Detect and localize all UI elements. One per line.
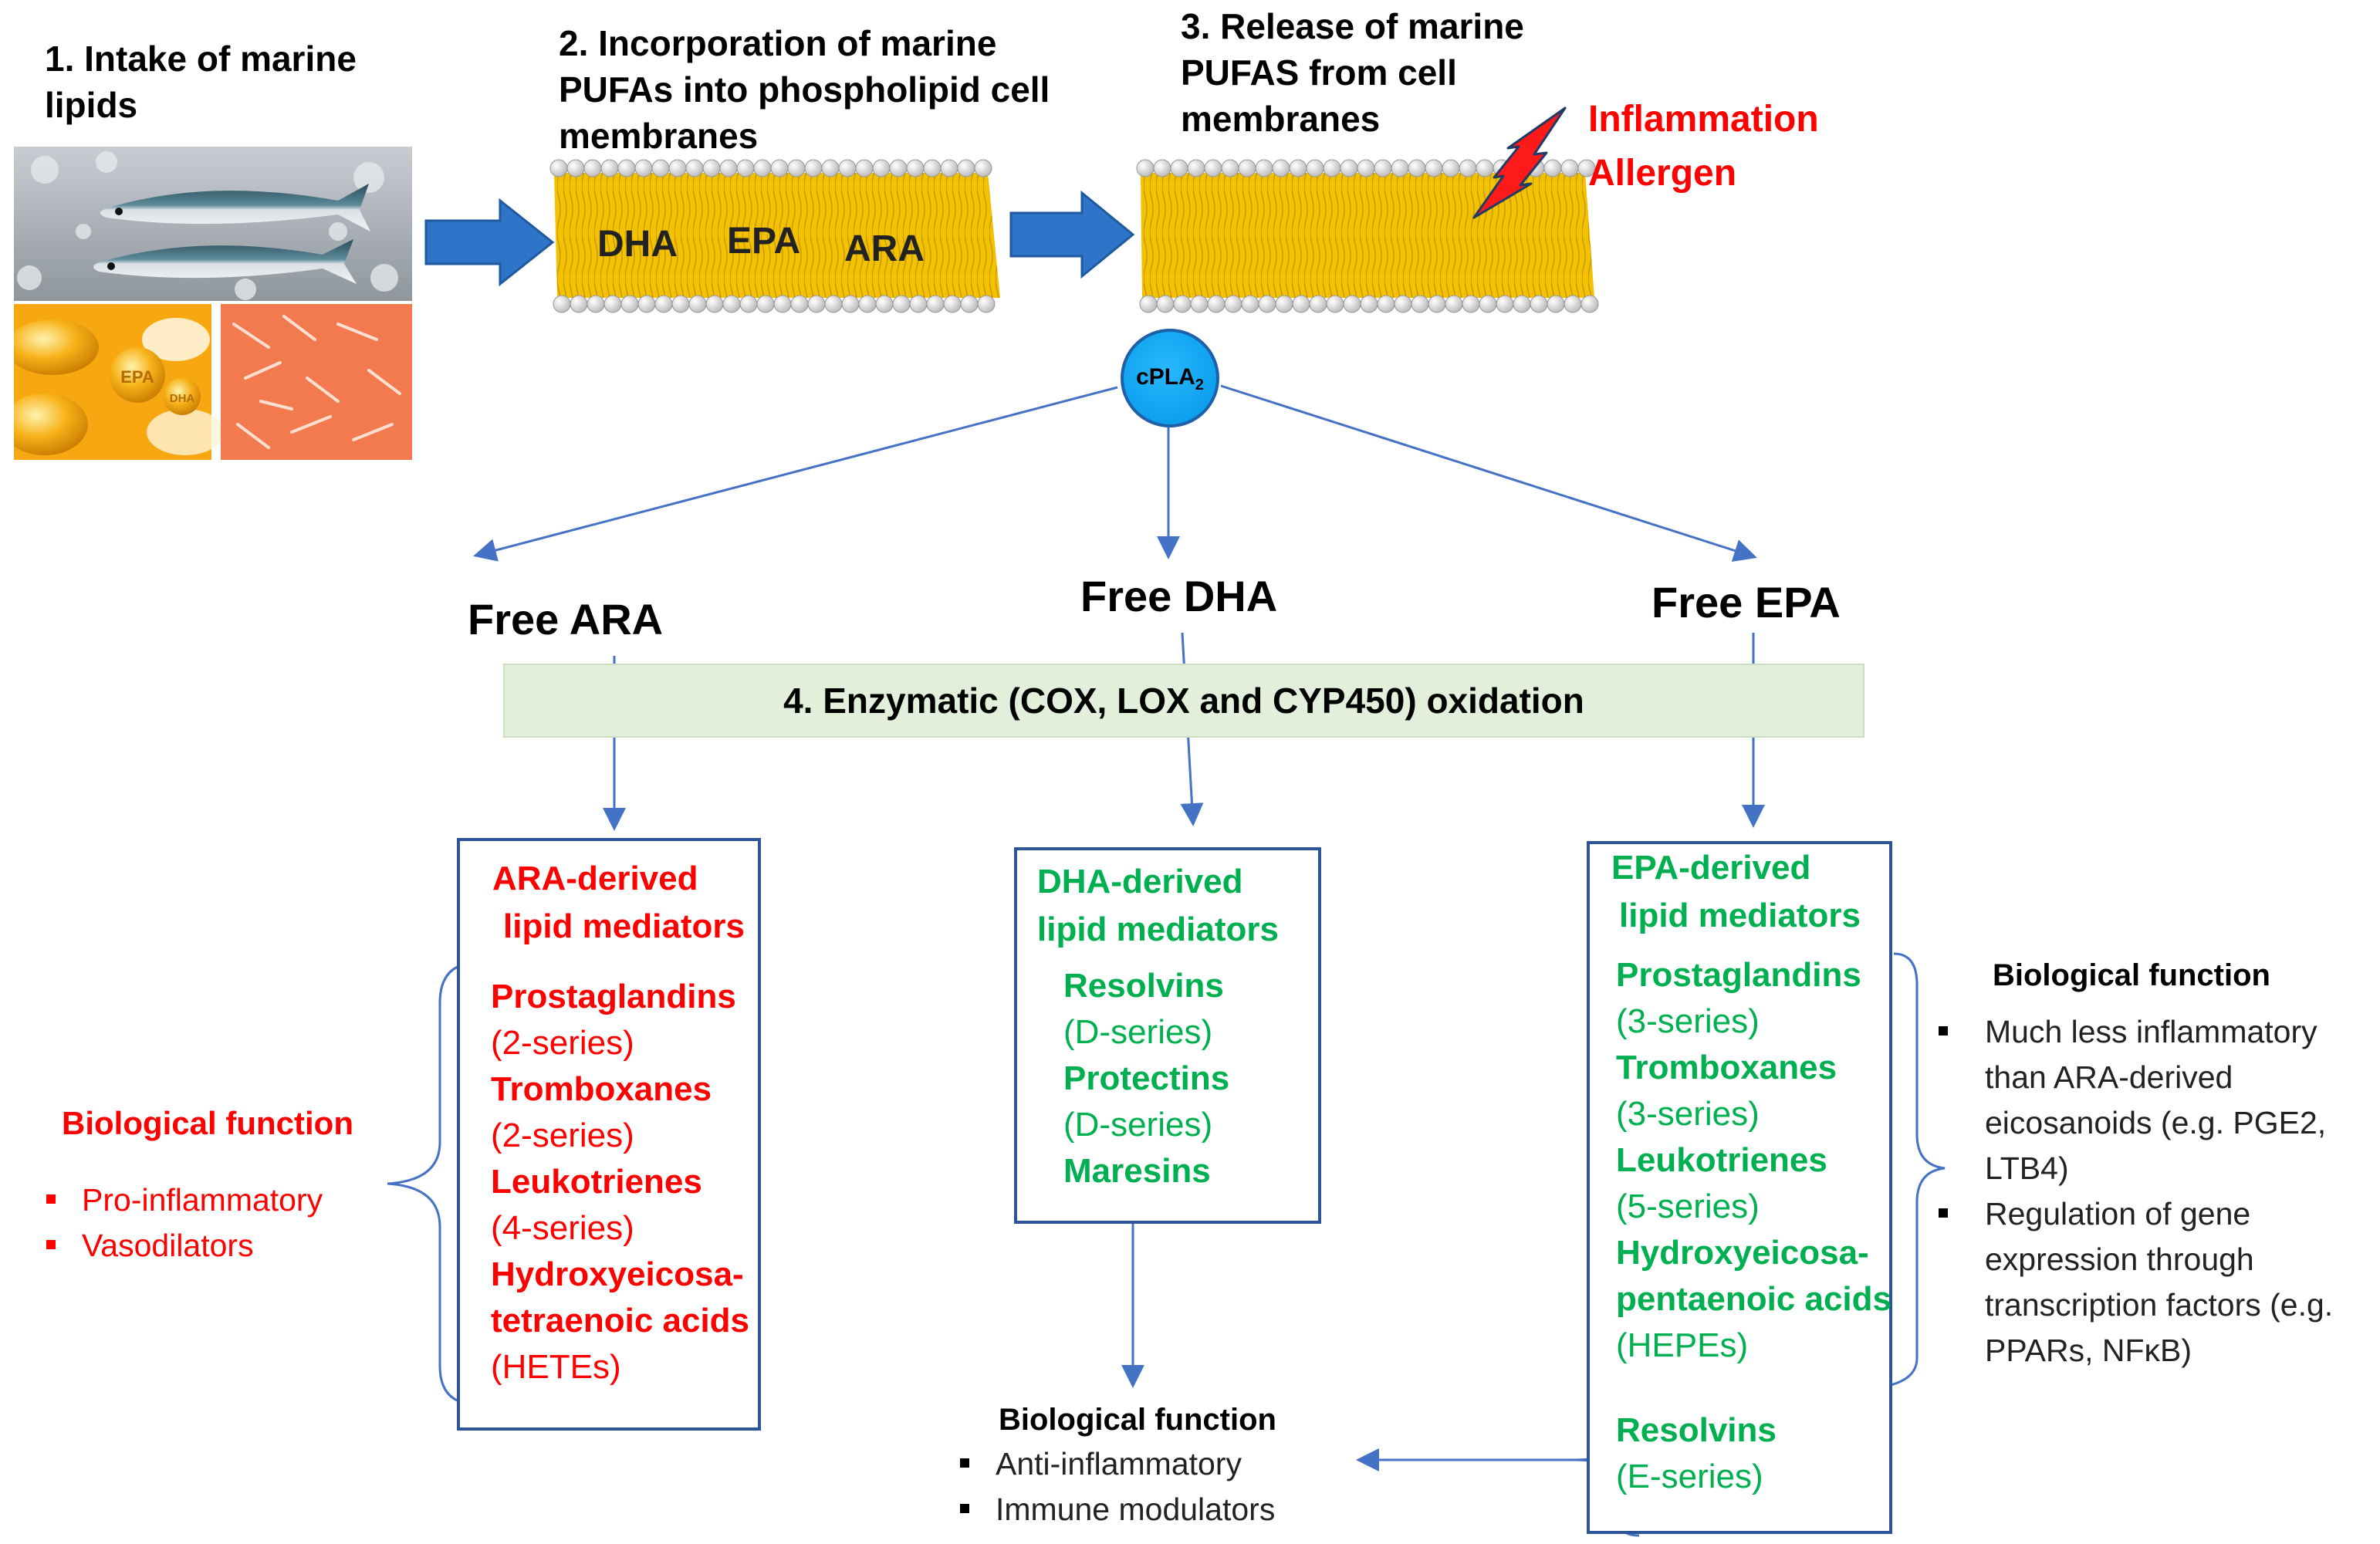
ara-item-tromboxanes: Tromboxanes bbox=[491, 1070, 712, 1108]
svg-text:DHA: DHA bbox=[170, 392, 195, 405]
ara-item-prostaglandins-series: (2-series) bbox=[491, 1024, 634, 1062]
epa-item-tromboxanes-series: (3-series) bbox=[1616, 1095, 1760, 1133]
epa-item-resolvins: Resolvins bbox=[1616, 1411, 1777, 1449]
bullet-square-icon bbox=[1939, 1208, 1948, 1218]
ara-box-title-1: ARA-derived bbox=[492, 860, 698, 897]
bio-function-left: Biological function Pro-inflammatory Vas… bbox=[46, 1100, 353, 1269]
membrane-label-dha: DHA bbox=[597, 224, 678, 265]
ara-item-hetes-series: (HETEs) bbox=[491, 1348, 621, 1386]
dha-item-maresins: Maresins bbox=[1063, 1152, 1211, 1190]
bio-center-bullet-1: Anti-inflammatory bbox=[960, 1441, 1276, 1487]
dha-item-protectins-series: (D-series) bbox=[1063, 1106, 1213, 1144]
epa-derived-mediators-box: EPA-derived lipid mediators Prostaglandi… bbox=[1587, 841, 1892, 1534]
ara-item-leukotrienes: Leukotrienes bbox=[491, 1163, 702, 1201]
dha-derived-mediators-box: DHA-derived lipid mediators Resolvins (D… bbox=[1014, 847, 1321, 1224]
epa-item-prostaglandins-series: (3-series) bbox=[1616, 1002, 1760, 1040]
epa-box-title-1: EPA-derived bbox=[1611, 849, 1811, 887]
bio-right-bullet-1: Much less inflammatory than ARA-derived … bbox=[1939, 1009, 2333, 1191]
lightning-bolt-icon bbox=[1472, 106, 1567, 219]
epa-item-hepes-1: Hydroxyeicosa- bbox=[1616, 1234, 1869, 1272]
ara-item-leukotrienes-series: (4-series) bbox=[491, 1209, 634, 1247]
free-ara-label: Free ARA bbox=[468, 595, 664, 644]
krill-photo bbox=[221, 304, 412, 460]
bio-center-bullet-2: Immune modulators bbox=[960, 1487, 1276, 1532]
ara-box-title-2: lipid mediators bbox=[503, 907, 745, 945]
bio-right-bullet-2: Regulation of gene expression through tr… bbox=[1939, 1191, 2333, 1373]
ara-derived-mediators-box: ARA-derived lipid mediators Prostaglandi… bbox=[457, 838, 761, 1431]
bio-function-center: Biological function Anti-inflammatory Im… bbox=[960, 1398, 1276, 1532]
bio-left-bullet-1: Pro-inflammatory bbox=[46, 1177, 353, 1223]
bio-function-right-title: Biological function bbox=[1993, 958, 2270, 992]
block-arrow-2 bbox=[1009, 190, 1135, 279]
phospholipid-membrane-2 bbox=[1136, 159, 1599, 313]
dha-item-resolvins-series: (D-series) bbox=[1063, 1013, 1213, 1051]
ara-item-hetes-2: tetraenoic acids bbox=[491, 1302, 750, 1340]
dha-item-resolvins: Resolvins bbox=[1063, 967, 1224, 1005]
epa-item-prostaglandins: Prostaglandins bbox=[1616, 956, 1861, 994]
block-arrow-1 bbox=[424, 198, 555, 287]
cpla2-enzyme-node: cPLA2 bbox=[1121, 329, 1219, 427]
bio-function-left-title: Biological function bbox=[62, 1105, 353, 1141]
enzymatic-oxidation-bar: 4. Enzymatic (COX, LOX and CYP450) oxida… bbox=[503, 664, 1864, 738]
bio-function-center-title: Biological function bbox=[999, 1403, 1276, 1437]
trigger-inflammation: Inflammation bbox=[1588, 99, 1819, 140]
dha-box-title-1: DHA-derived bbox=[1037, 863, 1243, 900]
phospholipid-membrane-1: DHA EPA ARA bbox=[549, 159, 1000, 313]
trigger-allergen: Allergen bbox=[1588, 153, 1737, 194]
epa-item-resolvins-series: (E-series) bbox=[1616, 1458, 1763, 1495]
ara-item-prostaglandins: Prostaglandins bbox=[491, 978, 736, 1015]
fish-oil-capsules-photo: EPA DHA bbox=[14, 304, 224, 460]
epa-item-leukotrienes: Leukotrienes bbox=[1616, 1141, 1827, 1179]
free-epa-label: Free EPA bbox=[1651, 578, 1841, 627]
free-dha-label: Free DHA bbox=[1080, 572, 1278, 620]
dha-item-protectins: Protectins bbox=[1063, 1059, 1230, 1097]
epa-item-hepes-series: (HEPEs) bbox=[1616, 1326, 1749, 1364]
epa-item-hepes-2: pentaenoic acids bbox=[1616, 1280, 1892, 1318]
marine-lipids-photos: EPA DHA bbox=[14, 147, 412, 460]
membrane-label-ara: ARA bbox=[844, 228, 925, 269]
fish-on-ice-photo bbox=[14, 147, 412, 301]
svg-text:EPA: EPA bbox=[120, 367, 154, 387]
epa-item-leukotrienes-series: (5-series) bbox=[1616, 1188, 1760, 1225]
epa-item-tromboxanes: Tromboxanes bbox=[1616, 1049, 1837, 1086]
ara-item-tromboxanes-series: (2-series) bbox=[491, 1117, 634, 1154]
bullet-square-icon bbox=[1939, 1026, 1948, 1036]
bio-function-right: Biological function Much less inflammato… bbox=[1939, 952, 2333, 1373]
epa-box-title-2: lipid mediators bbox=[1619, 897, 1861, 934]
trigger-labels: Inflammation Allergen bbox=[1588, 93, 1819, 201]
bio-left-bullet-2: Vasodilators bbox=[46, 1223, 353, 1269]
dha-box-title-2: lipid mediators bbox=[1037, 911, 1279, 948]
ara-item-hetes-1: Hydroxyeicosa- bbox=[491, 1255, 744, 1293]
membrane-label-epa: EPA bbox=[727, 221, 800, 262]
